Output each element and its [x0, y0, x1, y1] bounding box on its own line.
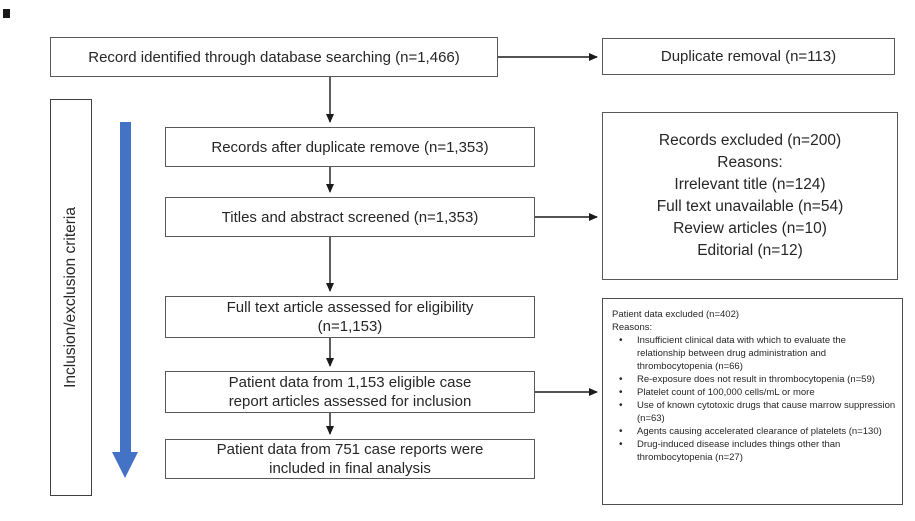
criteria-sidebar-label: Inclusion/exclusion criteria [62, 207, 79, 388]
patient-excluded-reason: Agents causing accelerated clearance of … [612, 425, 896, 438]
records-excluded-line: Records excluded (n=200) [658, 132, 842, 149]
patient-excluded-reason: Re-exposure does not result in thrombocy… [612, 373, 896, 386]
node-records-identified: Record identified through database searc… [50, 37, 498, 77]
node-fulltext-assessed-line: (n=1,153) [317, 318, 383, 335]
records-excluded-line: Review articles (n=10) [673, 220, 827, 237]
node-final-analysis-line: Patient data from 751 case reports were [216, 441, 484, 458]
records-excluded-line: Editorial (n=12) [697, 242, 803, 259]
node-assessed-for-inclusion-line: report articles assessed for inclusion [228, 393, 472, 410]
node-duplicate-removal-label: Duplicate removal (n=113) [660, 48, 837, 65]
patient-excluded-reason: Use of known cytotoxic drugs that cause … [612, 399, 896, 425]
records-excluded-line: Reasons: [717, 154, 783, 171]
node-final-analysis-line: included in final analysis [269, 460, 431, 477]
node-titles-abstracts-screened-label: Titles and abstract screened (n=1,353) [221, 208, 479, 226]
patient-excluded-reason: Platelet count of 100,000 cells/mL or mo… [612, 386, 896, 399]
stray-mark [3, 9, 10, 18]
patient-excluded-reason: Insufficient clinical data with which to… [612, 334, 896, 373]
blue-down-arrow-icon [112, 452, 138, 478]
node-records-identified-label: Record identified through database searc… [88, 48, 460, 66]
node-records-excluded: Records excluded (n=200) Reasons: Irrele… [602, 112, 898, 280]
node-records-after-duplicates-label: Records after duplicate remove (n=1,353) [211, 138, 489, 156]
node-fulltext-assessed-line: Full text article assessed for eligibili… [226, 299, 474, 316]
node-assessed-for-inclusion: Patient data from 1,153 eligible case re… [165, 371, 535, 413]
patient-excluded-reasons-label: Reasons: [612, 322, 653, 333]
blue-down-arrow-shaft [120, 122, 131, 452]
node-patient-data-excluded: Patient data excluded (n=402) Reasons: I… [602, 298, 903, 505]
node-records-after-duplicates: Records after duplicate remove (n=1,353) [165, 127, 535, 167]
patient-excluded-reason-list: Insufficient clinical data with which to… [612, 334, 896, 464]
node-titles-abstracts-screened: Titles and abstract screened (n=1,353) [165, 197, 535, 237]
node-fulltext-assessed: Full text article assessed for eligibili… [165, 296, 535, 338]
node-duplicate-removal: Duplicate removal (n=113) [602, 38, 895, 75]
node-assessed-for-inclusion-line: Patient data from 1,153 eligible case [228, 374, 472, 391]
patient-excluded-title: Patient data excluded (n=402) [612, 309, 740, 320]
patient-excluded-reason: Drug-induced disease includes things oth… [612, 438, 896, 464]
node-final-analysis: Patient data from 751 case reports were … [165, 439, 535, 479]
criteria-sidebar-box: Inclusion/exclusion criteria [50, 99, 92, 496]
records-excluded-line: Full text unavailable (n=54) [656, 198, 844, 215]
records-excluded-line: Irrelevant title (n=124) [674, 176, 826, 193]
